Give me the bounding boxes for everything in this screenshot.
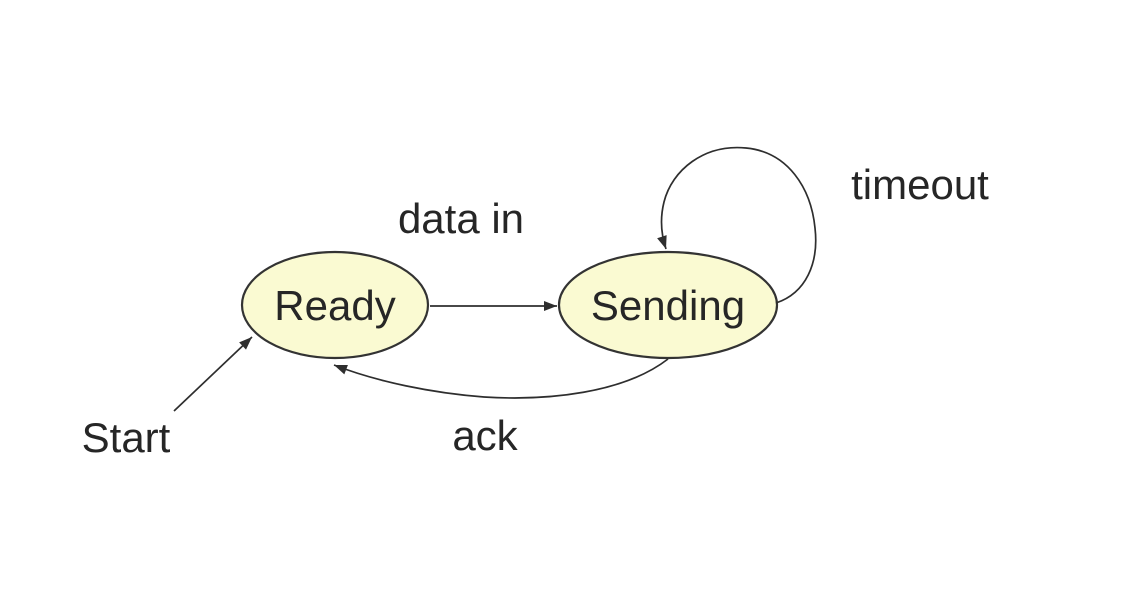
state-node-sending: [557, 250, 779, 360]
state-label-ready: Ready: [274, 282, 395, 329]
start-transition-arrow: [173, 336, 253, 412]
state-node-ready: [240, 250, 430, 360]
transition-label-ack: ack: [452, 412, 518, 459]
transition-arrow-ack: [333, 358, 669, 399]
transition-label-start: Start: [82, 414, 171, 461]
transition-label-timeout: timeout: [851, 161, 989, 208]
transition-arrow-timeout-self-loop: [657, 146, 817, 304]
state-label-sending: Sending: [591, 282, 745, 329]
transition-label-data-in: data in: [398, 195, 524, 242]
